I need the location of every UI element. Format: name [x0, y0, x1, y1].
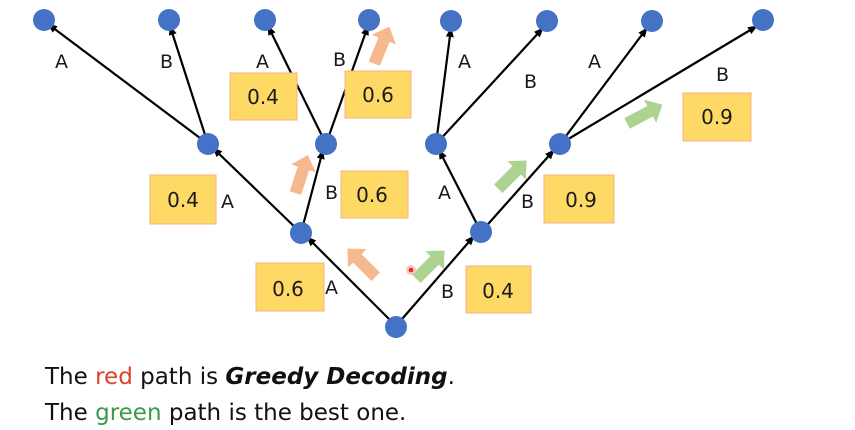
edge-label: B — [524, 71, 537, 93]
prob-box — [465, 265, 532, 314]
edge-a-aa — [212, 147, 302, 234]
edge-b-bb — [480, 149, 555, 233]
edge-aa-aaa — [47, 23, 209, 145]
node-bab — [536, 10, 558, 32]
edge-b-ba — [438, 149, 482, 233]
tree-nodes — [33, 9, 774, 338]
prob-label: 0.6 — [356, 183, 388, 207]
node-aaa — [33, 9, 55, 31]
green-path-arrows — [412, 99, 663, 283]
prob-label: 0.4 — [482, 279, 514, 303]
prob-label: 0.4 — [167, 188, 199, 212]
edge-aa-aab — [168, 25, 210, 145]
edge-root-a — [306, 236, 397, 327]
node-ba — [425, 133, 447, 155]
edge-root-b — [395, 235, 475, 327]
prob-box — [255, 262, 325, 312]
red-arrow-icon — [347, 248, 380, 281]
red-arrow-icon — [289, 155, 316, 195]
edge-label: B — [441, 281, 454, 303]
record-cursor-icon — [406, 265, 416, 275]
red-path-arrows — [289, 26, 397, 281]
edge-label: A — [438, 182, 451, 204]
edge-label: B — [333, 49, 346, 71]
caption-greedy: The red path is Greedy Decoding. — [45, 364, 455, 390]
edge-label: B — [160, 51, 173, 73]
edge-label: B — [521, 191, 534, 213]
node-baa — [440, 10, 462, 32]
edge-labels: A B A B A B A B A B A B A B — [55, 49, 729, 303]
prob-label: 0.4 — [247, 85, 279, 109]
edge-ba-baa — [434, 27, 454, 145]
node-aba — [254, 9, 276, 31]
node-bba — [641, 10, 663, 32]
prob-box — [149, 174, 217, 225]
prob-label: 0.6 — [272, 277, 304, 301]
prob-label: 0.6 — [362, 83, 394, 107]
green-arrow-icon — [494, 160, 527, 193]
edge-a-ab — [299, 149, 325, 234]
node-root — [385, 316, 407, 338]
prob-box — [682, 92, 752, 142]
prob-box — [229, 72, 298, 121]
prob-label: 0.9 — [565, 188, 597, 212]
prob-box — [344, 70, 412, 119]
edge-bb-bba — [559, 27, 648, 145]
tree-edges — [47, 23, 758, 327]
edge-label: A — [458, 51, 471, 73]
edge-label: B — [716, 64, 729, 86]
green-arrow-icon — [624, 99, 663, 129]
probability-boxes: 0.4 0.6 0.9 0.4 0.6 0.9 0.6 0.4 — [149, 70, 752, 314]
node-aab — [158, 9, 180, 31]
edge-label: A — [256, 51, 269, 73]
node-bbb — [752, 9, 774, 31]
edge-bb-bbb — [559, 25, 758, 145]
green-arrow-icon — [412, 250, 445, 283]
caption-best-path: The green path is the best one. — [45, 400, 407, 426]
edge-label: B — [325, 182, 338, 204]
node-aa — [197, 133, 219, 155]
edge-label: A — [55, 51, 68, 73]
prob-label: 0.9 — [701, 105, 733, 129]
edge-label: A — [325, 277, 338, 299]
prob-box — [340, 170, 409, 219]
prob-box — [543, 174, 615, 224]
node-a — [290, 222, 312, 244]
edge-label: A — [588, 51, 601, 73]
node-bb — [549, 133, 571, 155]
red-arrow-icon — [368, 26, 397, 66]
node-abb — [358, 9, 380, 31]
edge-label: A — [221, 191, 234, 213]
edge-ba-bab — [435, 27, 544, 145]
node-b — [470, 221, 492, 243]
node-ab — [315, 133, 337, 155]
